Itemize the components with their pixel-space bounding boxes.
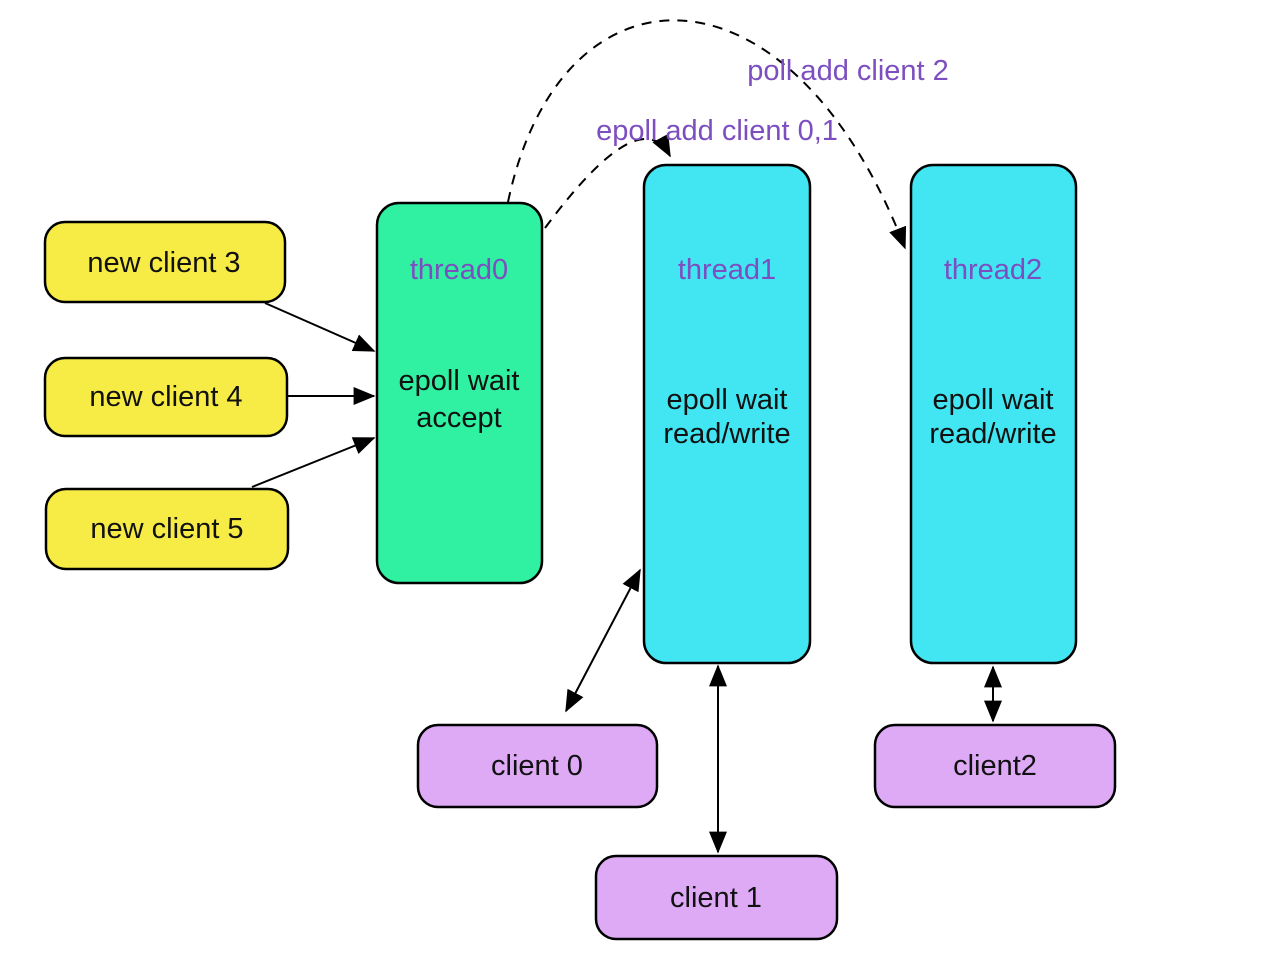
dashed-arrow-thread0-to-thread1 [544, 133, 671, 229]
edge-label-epoll-add-client-0-1: epoll add client 0,1 [596, 115, 838, 147]
node-thread0: thread0 epoll wait accept [375, 201, 544, 585]
arrow-new-client-5-to-thread0 [251, 437, 376, 488]
node-new-client-4: new client 4 [43, 356, 289, 438]
new-client-5-box [44, 487, 290, 571]
thread2-box [909, 163, 1078, 665]
client-0-label: client 0 [491, 750, 583, 782]
client-1-label: client 1 [670, 882, 762, 914]
arrow-new-client-3-to-thread0 [264, 302, 376, 352]
thread2-body-line1: epoll wait [933, 384, 1054, 416]
node-client-1: client 1 [594, 854, 839, 941]
client-2-box [873, 723, 1117, 809]
edge-label-poll-add-client-2: poll add client 2 [747, 55, 949, 87]
thread2-title: thread2 [944, 254, 1042, 286]
new-client-3-label: new client 3 [87, 247, 240, 279]
client-1-box [594, 854, 839, 941]
dashed-arrow-thread0-to-thread2 [507, 19, 907, 250]
node-thread2: thread2 epoll wait read/write [909, 163, 1078, 665]
new-client-4-label: new client 4 [89, 381, 242, 413]
client-0-box [416, 723, 659, 809]
node-thread1: thread1 epoll wait read/write [642, 163, 812, 665]
thread1-body-line2: read/write [663, 418, 790, 450]
thread1-title: thread1 [678, 254, 776, 286]
thread0-title: thread0 [410, 254, 508, 286]
thread0-body-line2: accept [416, 402, 501, 434]
thread1-body-line1: epoll wait [667, 384, 788, 416]
thread0-body-line1: epoll wait [399, 365, 520, 397]
thread1-box [642, 163, 812, 665]
thread2-body-line2: read/write [929, 418, 1056, 450]
node-new-client-3: new client 3 [43, 220, 287, 304]
thread0-box [375, 201, 544, 585]
client-2-label: client2 [953, 750, 1037, 782]
node-client-2: client2 [873, 723, 1117, 809]
arrow-thread1-client-0-bidirectional [565, 568, 641, 713]
node-new-client-5: new client 5 [44, 487, 290, 571]
new-client-5-label: new client 5 [90, 513, 243, 545]
node-client-0: client 0 [416, 723, 659, 809]
new-client-3-box [43, 220, 287, 304]
